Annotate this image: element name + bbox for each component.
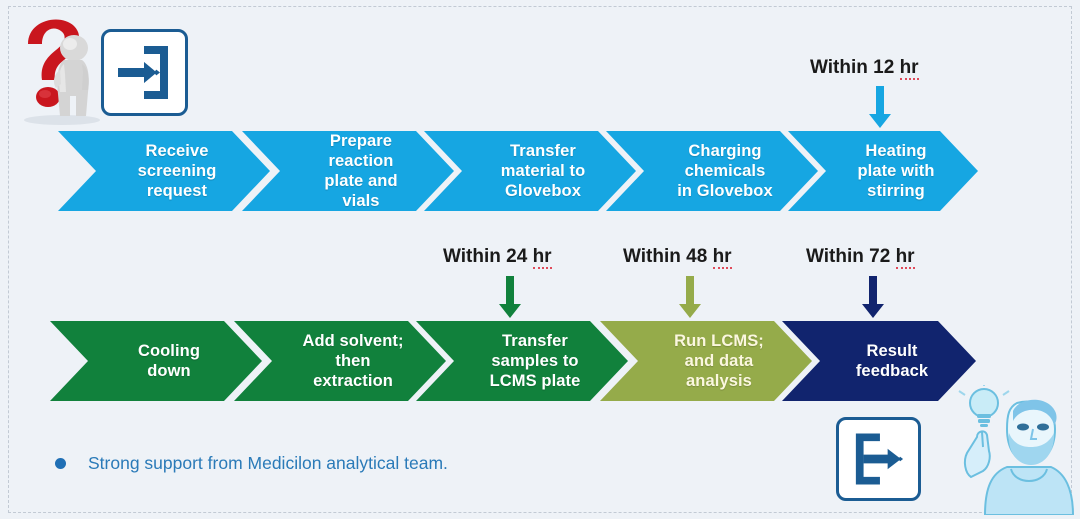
flow-step-prepare-reaction-plate-and-vials[interactable]: Prepare reaction plate and vials [242, 131, 454, 211]
flow-step-label: Transfer samples to LCMS plate [489, 332, 581, 390]
question-mark-character [14, 8, 106, 126]
flow-step-charging-chemicals-in-glovebox[interactable]: Charging chemicals in Glovebox [606, 131, 818, 211]
flow-step-run-lcms-and-data-analysis[interactable]: Run LCMS; and data analysis [600, 321, 812, 401]
idea-person-svg [958, 381, 1075, 516]
flow-step-label: Transfer material to Glovebox [500, 142, 586, 200]
flow-step-label: Prepare reaction plate and vials [324, 132, 398, 210]
down-arrow-to-run-lcms [677, 276, 703, 325]
lightbulb-icon [958, 381, 1010, 427]
footnote-bullet-row: Strong support from Medicilon analytical… [55, 453, 448, 474]
timing-label-within-12-hr: Within 12 hr [810, 57, 919, 80]
question-mark-glyph [28, 19, 80, 80]
exit-door-icon [855, 433, 904, 485]
down-arrow-to-transfer-samples [497, 276, 523, 325]
down-arrow-to-heating-plate [867, 86, 893, 135]
enter-door-icon-box[interactable] [101, 29, 188, 116]
timing-label-within-72-hr: Within 72 hr [806, 246, 915, 269]
pointing-hand [963, 430, 991, 479]
flow-step-label: Run LCMS; and data analysis [674, 332, 764, 390]
exit-door-icon-box[interactable] [836, 417, 921, 501]
timing-unit: hr [899, 57, 919, 80]
flow-step-cooling-down[interactable]: Cooling down [50, 321, 262, 401]
flow-step-label: Cooling down [137, 342, 201, 380]
flow-step-transfer-samples-to-lcms-plate[interactable]: Transfer samples to LCMS plate [416, 321, 628, 401]
down-arrow-to-result-feedback [860, 276, 886, 325]
flow-step-label: Charging chemicals in Glovebox [677, 142, 773, 200]
flow-step-label: Receive screening request [137, 142, 217, 200]
flow-step-label: Heating plate with stirring [857, 142, 935, 200]
bearded-person-with-idea [955, 381, 1075, 516]
flow-step-label: Add solvent; then extraction [302, 332, 404, 390]
timing-label-within-24-hr: Within 24 hr [443, 246, 552, 269]
footnote-text: Strong support from Medicilon analytical… [88, 453, 448, 473]
flow-step-transfer-material-to-glovebox[interactable]: Transfer material to Glovebox [424, 131, 636, 211]
timing-unit: hr [895, 246, 915, 269]
flow-step-label: Result feedback [855, 342, 929, 380]
person-body [983, 466, 1075, 516]
timing-label-within-48-hr: Within 48 hr [623, 246, 732, 269]
person-head [1005, 399, 1057, 465]
enter-door-icon [118, 46, 168, 99]
flow-step-receive-screening-request[interactable]: Receive screening request [58, 131, 270, 211]
bullet-dot-icon [55, 458, 66, 469]
timing-unit: hr [712, 246, 732, 269]
flow-step-add-solvent-then-extraction[interactable]: Add solvent; then extraction [234, 321, 446, 401]
grey-figure [53, 35, 89, 116]
question-mark-character-svg [24, 19, 100, 125]
timing-unit: hr [532, 246, 552, 269]
